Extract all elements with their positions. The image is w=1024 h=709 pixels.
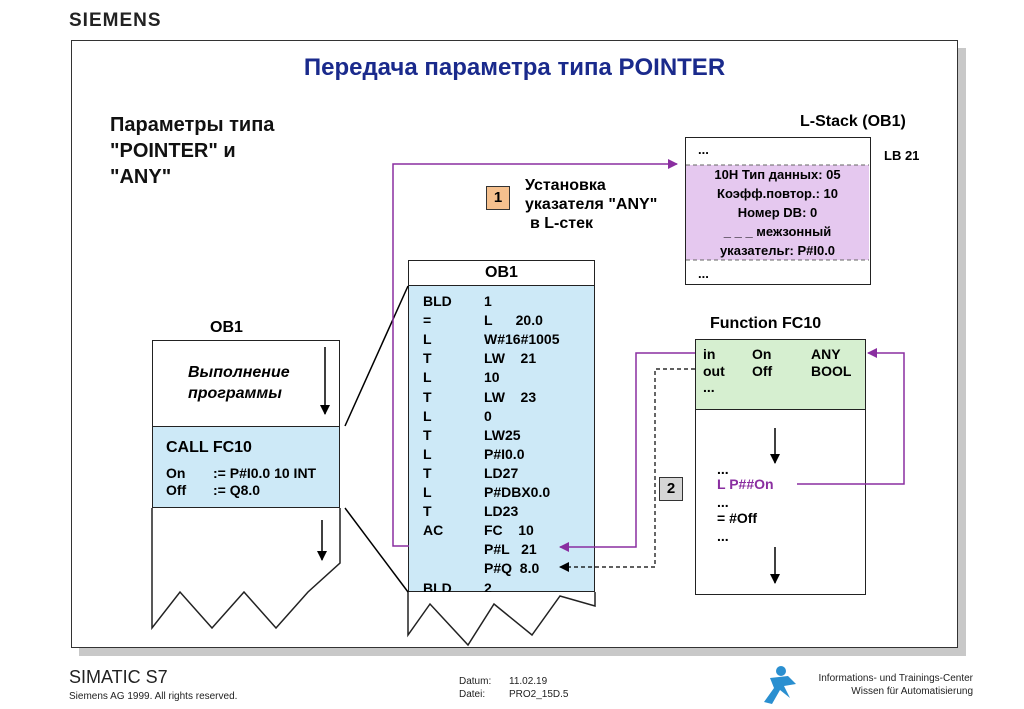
purple-arrow-to-pl21 [559, 352, 695, 552]
lstack-title: L-Stack (OB1) [800, 113, 906, 130]
param-off-value: := Q8.0 [213, 482, 261, 498]
ob1-left-panel [152, 340, 340, 426]
code-op-4: L [423, 369, 432, 385]
code-op-1: = [423, 312, 432, 328]
lstack-row-ellipsis: ... [698, 142, 709, 157]
zoom-line-top [344, 285, 409, 427]
footer-date-label: Datum: [459, 676, 492, 687]
lb21-label: LB 21 [884, 148, 920, 163]
training-center-logo-icon [764, 666, 796, 704]
purple-arrow-to-lstack [392, 159, 678, 547]
dashed-arrow-to-pq [559, 368, 695, 572]
fc10-body-ellipsis-2: ... [717, 494, 729, 510]
program-execution-text: Выполнение программы [188, 362, 290, 404]
step-1-line-1: Установка [525, 177, 606, 194]
param-on-value: := P#I0.0 10 INT [213, 465, 317, 481]
code-op-2: L [423, 331, 432, 347]
fc10-out-name: Off [752, 363, 773, 379]
zoom-line-bottom [344, 507, 409, 593]
ob1-code-torn-edge [407, 592, 596, 647]
code-arg-15: 2 [484, 580, 492, 596]
code-op-5: T [423, 389, 432, 405]
fc10-decl-ellipsis: ... [703, 379, 715, 395]
fc10-declaration-panel: in On ANY out Off BOOL ... [695, 339, 866, 410]
code-op-12: AC [423, 522, 444, 538]
ob1-left-title: OB1 [210, 319, 243, 336]
code-arg-5: LW 23 [484, 389, 537, 405]
code-arg-9: LD27 [484, 465, 519, 481]
code-op-3: T [423, 350, 432, 366]
lstack-row-ellipsis-end: ... [698, 266, 709, 281]
code-op-11: T [423, 503, 432, 519]
code-arg-1: L 20.0 [484, 312, 543, 328]
ob1-code-title: OB1 [408, 260, 595, 286]
param-on-name: On [166, 465, 186, 481]
param-off-name: Off [166, 482, 187, 498]
exec-line-1: Выполнение [188, 364, 290, 381]
fc10-in-kind: in [703, 346, 716, 362]
slide-title: Передача параметра типа POINTER [303, 54, 726, 81]
code-arg-14: P#Q 8.0 [484, 560, 540, 576]
code-op-0: BLD [423, 293, 452, 309]
fc10-out-type: BOOL [811, 363, 852, 379]
code-arg-6: 0 [484, 408, 492, 424]
step-1-line-3: в L-стек [530, 215, 594, 232]
section-heading: Параметры типа "POINTER" и "ANY" [110, 112, 274, 190]
lstack-row-pointer: указательr: P#I0.0 [686, 241, 869, 260]
code-arg-3: LW 21 [484, 350, 537, 366]
code-arg-11: LD23 [484, 503, 519, 519]
code-op-8: L [423, 446, 432, 462]
lstack-row-repeat: Коэфф.повтор.: 10 [686, 184, 869, 203]
fc10-in-type: ANY [811, 346, 841, 362]
fc10-out-kind: out [703, 363, 725, 379]
code-op-9: T [423, 465, 432, 481]
code-arg-4: 10 [484, 369, 500, 385]
fc10-code-panel: ... L P##On ... = #Off ... [695, 410, 866, 595]
ob1-code-panel [408, 286, 595, 592]
fc10-body-ellipsis-3: ... [717, 528, 729, 544]
exec-line-2: программы [188, 385, 282, 402]
siemens-logo-text: SIEMENS [69, 10, 162, 31]
lstack-row-db: Номер DB: 0 [686, 203, 869, 222]
code-arg-10: P#DBX0.0 [484, 484, 551, 500]
code-arg-8: P#I0.0 [484, 446, 525, 462]
step-1-badge: 1 [486, 186, 510, 210]
step-1-text: Установка указателя "ANY" в L-стек [525, 176, 657, 233]
step-2-badge: 2 [659, 477, 683, 501]
code-arg-0: 1 [484, 293, 492, 309]
step-1-line-2: указателя "ANY" [525, 196, 658, 213]
fc10-in-name: On [752, 346, 772, 362]
footer-file-label: Datei: [459, 689, 486, 700]
code-op-6: L [423, 408, 432, 424]
code-arg-7: LW25 [484, 427, 521, 443]
footer-center-line-2: Wissen für Automatisierung [851, 686, 973, 697]
footer-file-value: PRO2_15D.5 [509, 689, 569, 700]
lstack-row-type: 10H Тип данных: 05 [686, 165, 869, 184]
footer-center-name: Informations- und Trainings-Center Wisse… [760, 672, 973, 698]
fc10-load-pointer: L P##On [717, 476, 774, 492]
code-arg-12: FC 10 [484, 522, 534, 538]
ob1-left-torn-edge [151, 508, 341, 631]
code-op-10: L [423, 484, 432, 500]
call-fc10-box: CALL FC10 On := P#I0.0 10 INT Off := Q8.… [152, 426, 340, 508]
fc10-title: Function FC10 [710, 315, 822, 332]
heading-line-1: Параметры типа [110, 114, 275, 136]
purple-arrow-to-in [797, 348, 905, 485]
footer-date-value: 11.02.19 [509, 676, 548, 687]
code-arg-2: W#16#1005 [484, 331, 560, 347]
heading-line-3: "ANY" [110, 166, 172, 188]
fc10-assign-off: = #Off [717, 510, 758, 526]
footer-center-line-1: Informations- und Trainings-Center [818, 673, 973, 684]
heading-line-2: "POINTER" и [110, 140, 236, 162]
lstack-row-crossarea: _ _ _ межзонный [686, 222, 869, 241]
code-arg-13: P#L 21 [484, 541, 537, 557]
footer-copyright: Siemens AG 1999. All rights reserved. [69, 691, 238, 702]
footer-product: SIMATIC S7 [69, 667, 168, 687]
code-op-7: T [423, 427, 432, 443]
call-label: CALL FC10 [166, 439, 252, 456]
fc10-body-ellipsis-1: ... [717, 461, 729, 477]
